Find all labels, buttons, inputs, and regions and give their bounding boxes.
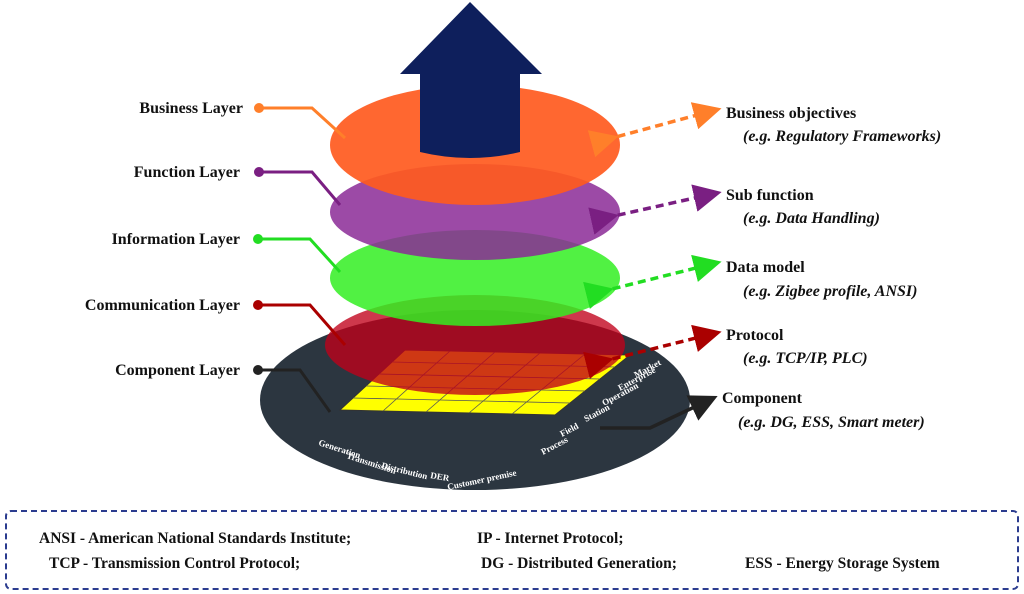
desc-communication-title: Protocol [726,327,784,344]
component-arrow [600,395,718,430]
desc-information-example: (e.g. Zigbee profile, ANSI) [743,283,917,300]
communication-layer-disc [325,295,625,395]
desc-business-title: Business objectives [726,105,856,122]
label-business-layer: Business Layer [139,100,243,117]
abbr-ess: ESS - Energy Storage System [745,555,940,572]
label-function-layer: Function Layer [134,164,240,181]
desc-function-title: Sub function [726,187,814,204]
label-component-layer: Component Layer [115,362,240,379]
desc-component-example: (e.g. DG, ESS, Smart meter) [738,414,925,431]
desc-component-title: Component [722,390,803,407]
abbreviations-box: ANSI - American National Standards Insti… [5,510,1019,590]
desc-information-title: Data model [726,259,805,276]
domain-label: DER [430,470,451,483]
left-leader-lines [258,106,347,413]
information-layer-disc [330,230,620,326]
left-leader-dots [253,103,264,375]
abbr-dg: DG - Distributed Generation; [481,555,677,572]
abbr-tcp: TCP - Transmission Control Protocol; [49,555,301,572]
desc-business-example: (e.g. Regulatory Frameworks) [743,128,941,145]
right-arrows [583,102,722,379]
label-information-layer: Information Layer [112,231,240,248]
label-communication-layer: Communication Layer [85,297,240,314]
abbr-ansi: ANSI - American National Standards Insti… [39,530,352,547]
desc-function-example: (e.g. Data Handling) [743,210,880,227]
desc-communication-example: (e.g. TCP/IP, PLC) [743,350,868,367]
abbr-ip: IP - Internet Protocol; [477,530,624,547]
upward-arrow-icon [400,2,542,158]
